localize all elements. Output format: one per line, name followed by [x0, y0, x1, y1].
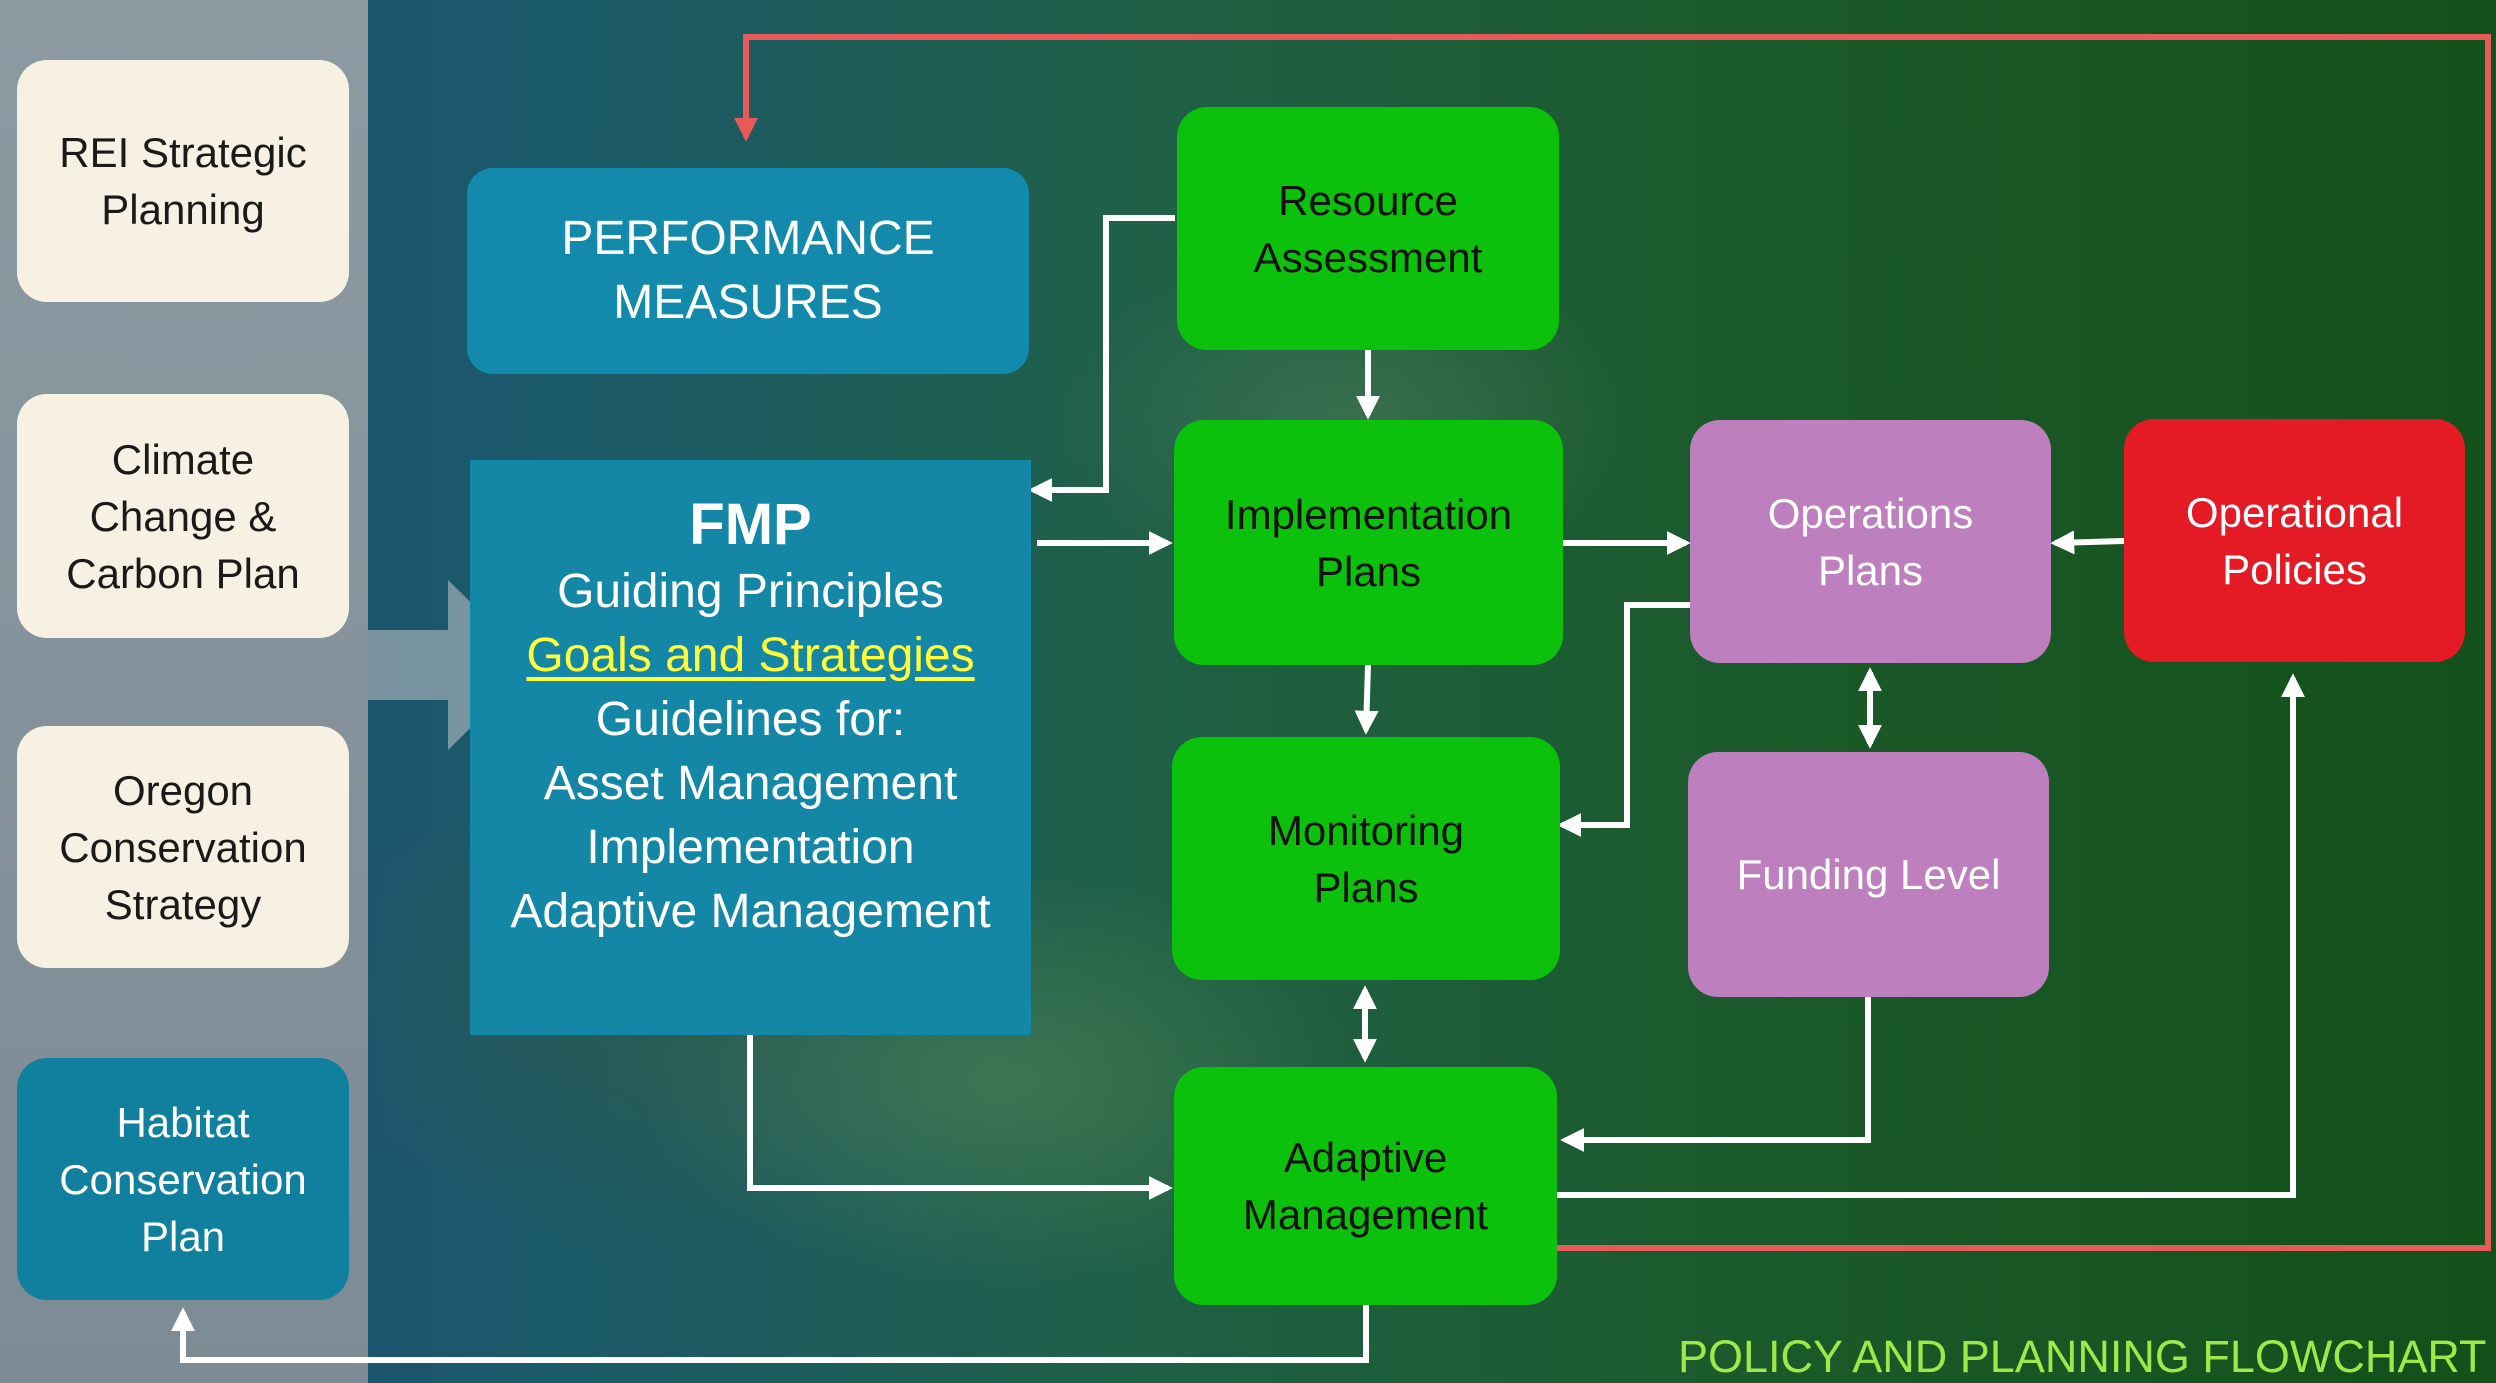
funding-level-box: Funding Level [1688, 752, 2049, 997]
fmp-adaptive-management: Adaptive Management [510, 885, 991, 938]
sidebar-to-fmp-arrow [368, 580, 535, 750]
feedback-line [734, 34, 2491, 1251]
fmp-box: FMP Guiding Principles Goals and Strateg… [470, 460, 1031, 1035]
arrow-resource-to-fmp [1028, 215, 1175, 502]
fmp-implementation: Implementation [586, 821, 915, 874]
arrow-policies-to-operations [2050, 530, 2125, 555]
sidebar-item-habitat-conservation-plan: Habitat Conservation Plan [17, 1058, 349, 1300]
arrow-fmp-to-adaptive [747, 1035, 1173, 1200]
arrow-adaptive-to-policies [1557, 673, 2305, 1198]
arrow-funding-to-adaptive [1560, 997, 1871, 1152]
fmp-goals-and-strategies-link[interactable]: Goals and Strategies [526, 629, 975, 682]
implementation-plans-box: Implementation Plans [1174, 420, 1563, 665]
fmp-guidelines-for: Guidelines for: [595, 693, 906, 746]
operations-plans-box: Operations Plans [1690, 420, 2051, 663]
sidebar-item-oregon-conservation-strategy: Oregon Conservation Strategy [17, 726, 349, 968]
arrow-adaptive-to-habitat-plan [171, 1305, 1369, 1363]
performance-measures-box: PERFORMANCE MEASURES [467, 168, 1029, 374]
operational-policies-box: Operational Policies [2124, 419, 2465, 662]
sidebar-item-climate-change-carbon-plan: Climate Change & Carbon Plan [17, 394, 349, 638]
fmp-title: FMP [689, 492, 812, 557]
sidebar-item-rei-strategic-planning: REI Strategic Planning [17, 60, 349, 302]
arrow-operations-to-monitoring [1557, 602, 1690, 837]
resource-assessment-box: Resource Assessment [1177, 107, 1559, 350]
flowchart-caption: POLICY AND PLANNING FLOWCHART [1678, 1331, 2487, 1382]
fmp-asset-management: Asset Management [543, 757, 958, 810]
adaptive-management-box: Adaptive Management [1174, 1067, 1557, 1305]
arrow-implementation-to-monitoring [1354, 664, 1379, 735]
fmp-guiding-principles: Guiding Principles [557, 565, 944, 618]
monitoring-plans-box: Monitoring Plans [1172, 737, 1560, 980]
